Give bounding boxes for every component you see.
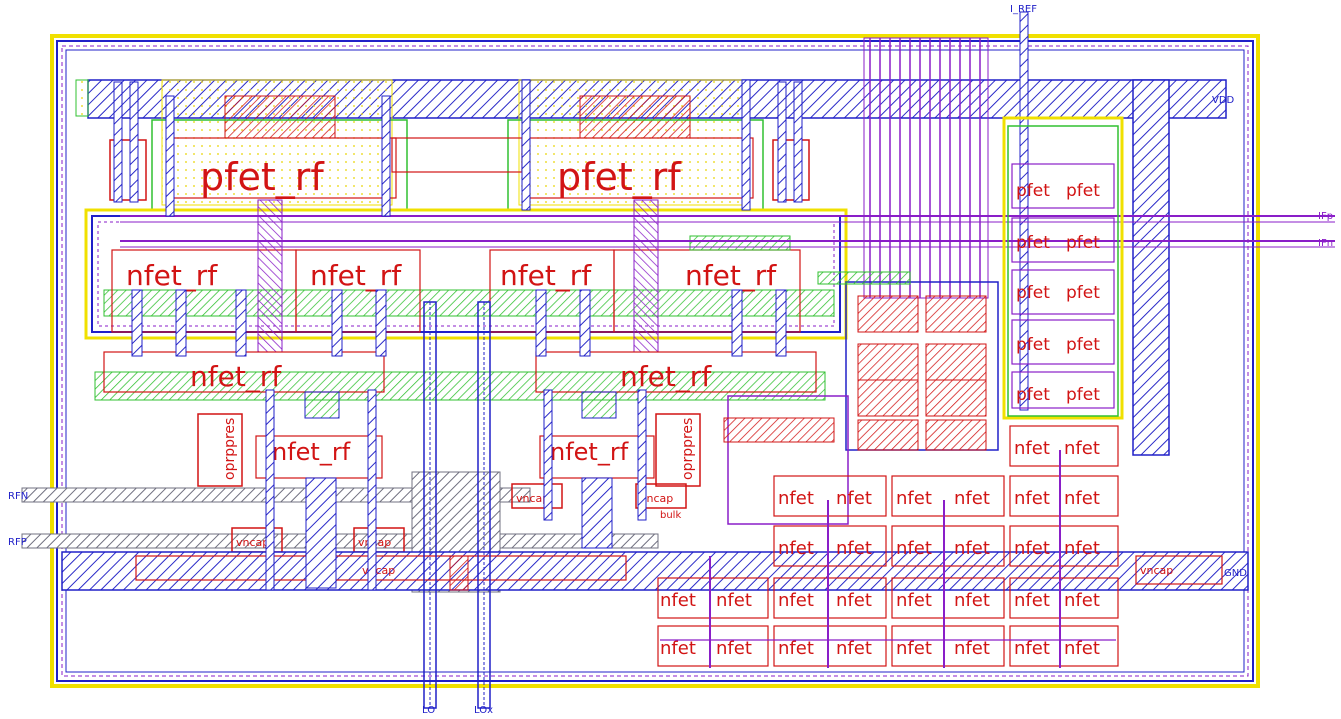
svg-text:nfet: nfet [1014, 538, 1050, 559]
svg-text:nfet_rf: nfet_rf [500, 259, 592, 292]
lo-wire[interactable] [423, 301, 437, 709]
svg-text:pfet: pfet [1016, 233, 1050, 253]
rfp-input-wire[interactable] [21, 533, 659, 549]
svg-text:pfet: pfet [1066, 385, 1100, 405]
i-ref-pin-label: I_REF [1010, 4, 1037, 15]
pfet-rf-right[interactable]: pfet_rf [507, 79, 764, 211]
svg-text:nfet: nfet [1064, 538, 1100, 559]
svg-text:nfet_rf: nfet_rf [272, 438, 351, 466]
svg-text:pfet: pfet [1066, 233, 1100, 253]
svg-text:nfet_rf: nfet_rf [550, 438, 629, 466]
svg-text:nfet: nfet [1064, 488, 1100, 509]
bulk-label: bulk [660, 510, 681, 521]
vdd-pin-label: VDD [1212, 95, 1235, 106]
vdd-left-contact [75, 79, 89, 117]
gnd-vncap-left [135, 555, 627, 581]
pfet-stack-right[interactable]: pfet pfet pfet pfet pfet pfet pfet pfet … [1002, 116, 1124, 420]
svg-text:vncap: vncap [640, 492, 673, 505]
svg-text:nfet: nfet [1064, 438, 1100, 459]
svg-text:nfet: nfet [1064, 590, 1100, 611]
ifp-pin-label: IFp [1318, 211, 1333, 222]
gnd-vncap-right [1135, 555, 1223, 585]
svg-text:pfet: pfet [1066, 283, 1100, 303]
nfet-rf-row2[interactable]: nfet_rf nfet_rf [94, 351, 826, 419]
rfp-pin-label: RFP [8, 537, 27, 548]
resistor-mid-right[interactable]: oprppres [655, 413, 701, 487]
svg-text:nfet_rf: nfet_rf [685, 259, 777, 292]
svg-text:nfet: nfet [954, 638, 990, 659]
svg-text:nfet: nfet [836, 638, 872, 659]
svg-text:pfet: pfet [1016, 335, 1050, 355]
gnd-rail[interactable] [61, 551, 1249, 591]
svg-text:pfet_rf: pfet_rf [557, 155, 682, 199]
nfet-rf-tail-right[interactable]: nfet_rf [539, 435, 655, 479]
svg-text:nfet: nfet [836, 488, 872, 509]
svg-text:nfet_rf: nfet_rf [620, 360, 712, 393]
svg-text:pfet_rf: pfet_rf [200, 155, 325, 199]
svg-text:oprppres: oprppres [222, 418, 238, 480]
svg-text:nfet: nfet [896, 488, 932, 509]
svg-text:pfet: pfet [1066, 335, 1100, 355]
rfn-input-wire[interactable] [21, 487, 531, 503]
svg-text:nfet: nfet [778, 538, 814, 559]
svg-text:nfet: nfet [660, 590, 696, 611]
svg-text:nfet: nfet [954, 488, 990, 509]
svg-text:nfet: nfet [778, 590, 814, 611]
right-vertical-rail[interactable] [1132, 79, 1170, 456]
svg-text:nfet: nfet [778, 488, 814, 509]
svg-text:nfet_rf: nfet_rf [310, 259, 402, 292]
svg-text:vncap: vncap [236, 536, 269, 549]
svg-text:vncap: vncap [516, 492, 549, 505]
lo-center-via [449, 555, 469, 591]
svg-text:nfet: nfet [954, 538, 990, 559]
svg-text:pfet: pfet [1016, 181, 1050, 201]
svg-text:nfet_rf: nfet_rf [126, 259, 218, 292]
svg-text:nfet_rf: nfet_rf [190, 360, 282, 393]
svg-text:nfet: nfet [1014, 438, 1050, 459]
svg-text:nfet: nfet [1014, 590, 1050, 611]
if-output-wires[interactable] [120, 215, 1335, 248]
lox-pin-label: LOx [474, 705, 493, 715]
svg-text:nfet: nfet [1014, 488, 1050, 509]
svg-text:oprppres: oprppres [680, 418, 696, 480]
svg-text:nfet: nfet [716, 638, 752, 659]
rfn-pin-label: RFN [8, 491, 28, 502]
gnd-vncap-label-left: vncap [362, 564, 395, 577]
vncap-d[interactable]: vncap [635, 483, 687, 509]
i-ref-wire[interactable] [1019, 11, 1029, 411]
outer-guard-ring [50, 34, 1260, 688]
resistor-mid-left[interactable]: oprppres [197, 413, 243, 487]
ifn-pin-label: IFn [1318, 238, 1333, 249]
bias-vertical-wires [863, 37, 989, 299]
svg-text:nfet: nfet [1014, 638, 1050, 659]
svg-text:pfet: pfet [1066, 181, 1100, 201]
svg-text:pfet: pfet [1016, 283, 1050, 303]
gnd-vncap-label-right: vncap [1140, 564, 1173, 577]
svg-text:nfet: nfet [778, 638, 814, 659]
svg-text:nfet: nfet [716, 590, 752, 611]
svg-text:nfet: nfet [896, 638, 932, 659]
lo-pin-label: LO [422, 705, 435, 715]
pfet-cross-link [391, 137, 523, 173]
svg-text:nfet: nfet [836, 590, 872, 611]
svg-text:nfet: nfet [896, 590, 932, 611]
nfet-rf-tail-left[interactable]: nfet_rf [255, 435, 383, 479]
svg-text:nfet: nfet [896, 538, 932, 559]
vncap-c[interactable]: vncap [511, 483, 563, 509]
lox-wire[interactable] [477, 301, 491, 709]
nfet-bias-array[interactable]: nfet nfet nfet nfet nfet nfet nfet nfet … [657, 425, 1119, 668]
svg-text:nfet: nfet [954, 590, 990, 611]
bias-mirror-array[interactable] [723, 271, 999, 525]
svg-text:nfet: nfet [1064, 638, 1100, 659]
mosfet-gate-stripes [113, 79, 803, 591]
svg-text:nfet: nfet [836, 538, 872, 559]
svg-text:nfet: nfet [660, 638, 696, 659]
pfet-rf-left[interactable]: pfet_rf [151, 79, 408, 211]
gnd-pin-label: GND [1224, 568, 1247, 579]
svg-text:pfet: pfet [1016, 385, 1050, 405]
